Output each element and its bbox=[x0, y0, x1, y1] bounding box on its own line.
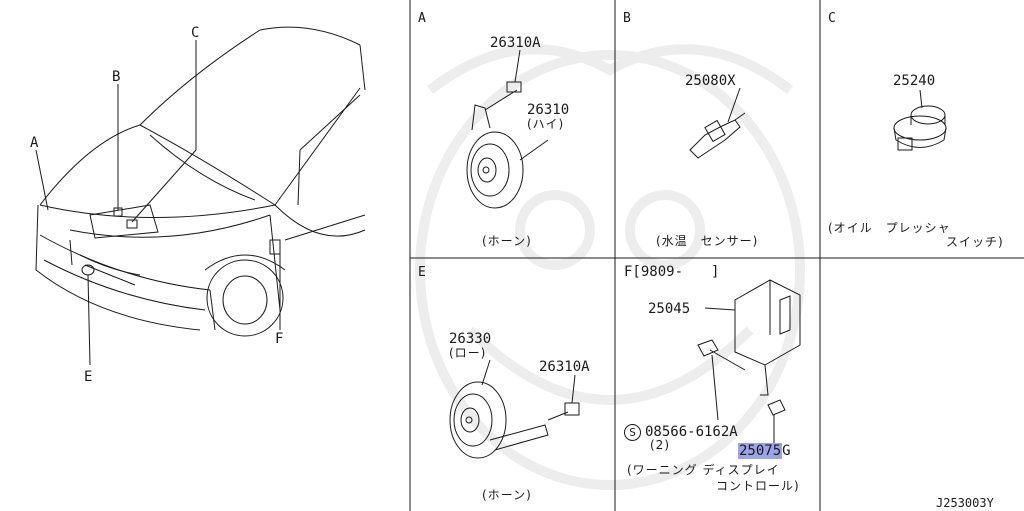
panel-a-horn-part[interactable]: 26310 bbox=[527, 102, 570, 118]
panel-c-caption-line2: スイッチ) bbox=[946, 235, 1004, 249]
panel-f-screw-symbol: S bbox=[624, 424, 641, 441]
panel-c-part[interactable]: 25240 bbox=[893, 73, 936, 89]
panel-f-screw-part[interactable]: 08566-6162A bbox=[645, 424, 738, 440]
diagram-code: J253003Y bbox=[936, 496, 994, 510]
panel-f-unit bbox=[697, 279, 801, 443]
panel-b-sensor bbox=[689, 87, 746, 159]
panel-c-caption-line1: (オイル プレッシャ bbox=[828, 221, 951, 235]
callout-b-label: B bbox=[112, 69, 121, 85]
callout-c-label: C bbox=[191, 25, 200, 41]
panel-f-caption-line2: コントロール) bbox=[716, 479, 800, 493]
panel-a-letter: A bbox=[418, 11, 426, 26]
panel-f-header: F[9809- ] bbox=[624, 264, 720, 280]
panel-b-caption: (水温 センサー) bbox=[656, 234, 759, 248]
panel-f-unit-part[interactable]: 25045 bbox=[648, 301, 691, 317]
panel-f-screw-qty: (2) bbox=[650, 438, 670, 452]
callout-f-label: F bbox=[275, 331, 284, 347]
panel-e-bolt-part[interactable]: 26310A bbox=[539, 359, 590, 375]
panel-e-horn-part[interactable]: 26330 bbox=[449, 331, 492, 347]
watermark-emblem bbox=[415, 44, 805, 490]
panel-a-horn-variant: (ハイ) bbox=[527, 117, 565, 131]
panel-f-bulb-part[interactable]: 25075G bbox=[738, 443, 791, 459]
callout-a-label: A bbox=[30, 135, 39, 151]
panel-a-caption: (ホーン) bbox=[482, 234, 532, 248]
panel-b-part[interactable]: 25080X bbox=[685, 73, 736, 89]
panel-e-horn bbox=[449, 359, 580, 459]
panel-a-horn bbox=[466, 49, 549, 209]
car-drawing bbox=[35, 26, 366, 366]
panel-c-switch bbox=[893, 89, 947, 151]
callout-e-label: E bbox=[84, 369, 93, 385]
panel-a-bolt-part[interactable]: 26310A bbox=[490, 35, 541, 51]
panel-f-bulb-part-suffix: G bbox=[782, 443, 791, 459]
panel-e-letter: E bbox=[418, 265, 426, 280]
panel-b-letter: B bbox=[623, 11, 631, 26]
panel-e-horn-variant: (ロー) bbox=[449, 346, 487, 360]
panel-e-caption: (ホーン) bbox=[482, 488, 532, 502]
panel-c-letter: C bbox=[828, 11, 836, 26]
panel-grid bbox=[409, 0, 1024, 511]
panel-f-caption-line1: (ワーニング ディスプレイ bbox=[627, 463, 780, 477]
panel-f-bulb-part-highlight: 25075 bbox=[738, 443, 783, 459]
